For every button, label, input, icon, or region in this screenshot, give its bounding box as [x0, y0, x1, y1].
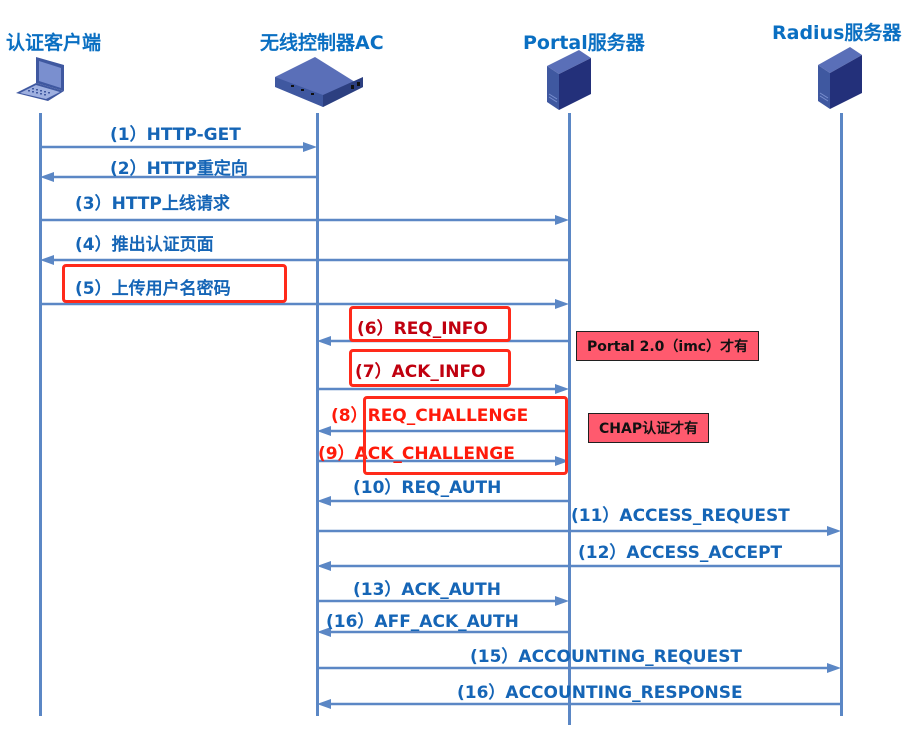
arrowhead: [555, 299, 569, 309]
server-icon: [818, 47, 862, 109]
lifeline-client: [39, 113, 42, 716]
message-label: (4）推出认证页面: [75, 235, 214, 255]
arrowhead: [555, 456, 569, 466]
message-label: (16）ACCOUNTING_RESPONSE: [457, 683, 743, 703]
highlight-box-step7: [349, 349, 511, 387]
highlight-box-step6: [349, 306, 511, 342]
router-icon: [275, 57, 363, 107]
message-label: (13）ACK_AUTH: [353, 580, 501, 600]
note-portal-imc: Portal 2.0（imc）才有: [576, 331, 760, 361]
message-label: (10）REQ_AUTH: [353, 478, 502, 498]
lifeline-ac: [316, 113, 319, 716]
message-label: (6）REQ_INFO: [357, 319, 488, 339]
participant-title-client: 认证客户端: [6, 32, 102, 54]
message-label: (2）HTTP重定向: [110, 159, 248, 179]
arrowhead: [40, 255, 54, 265]
arrowhead: [317, 561, 331, 571]
message-label: (16）AFF_ACK_AUTH: [326, 612, 519, 632]
arrowhead: [317, 699, 331, 709]
message-label: (5）上传用户名密码: [75, 279, 231, 299]
arrowhead: [303, 142, 317, 152]
arrowhead: [555, 596, 569, 606]
message-label: (7）ACK_INFO: [355, 362, 486, 382]
arrowhead: [317, 627, 331, 637]
arrowhead: [555, 384, 569, 394]
message-label: (15）ACCOUNTING_REQUEST: [470, 647, 743, 667]
participant-title-portal: Portal服务器: [523, 32, 645, 54]
arrowhead: [827, 526, 841, 536]
server-icon: [547, 50, 591, 110]
arrowhead: [317, 496, 331, 506]
highlight-box-chap: [363, 396, 568, 475]
participant-title-radius: Radius服务器: [772, 22, 902, 44]
laptop-icon: [16, 57, 64, 101]
message-label: (11）ACCESS_REQUEST: [571, 506, 790, 526]
arrowhead: [40, 172, 54, 182]
message-label: (1）HTTP-GET: [110, 125, 241, 145]
participant-title-ac: 无线控制器AC: [260, 32, 384, 54]
lifeline-portal: [568, 113, 571, 725]
message-label: (12）ACCESS_ACCEPT: [578, 543, 783, 563]
arrowhead: [317, 426, 331, 436]
highlight-box-step5: [62, 264, 287, 303]
lifeline-radius: [840, 113, 843, 716]
note-chap: CHAP认证才有: [588, 413, 710, 443]
message-label: (9）ACK_CHALLENGE: [318, 444, 515, 464]
message-label: (3）HTTP上线请求: [75, 194, 230, 214]
message-label: (8）REQ_CHALLENGE: [331, 406, 529, 426]
arrowhead: [317, 336, 331, 346]
arrowhead: [827, 663, 841, 673]
arrowhead: [555, 215, 569, 225]
